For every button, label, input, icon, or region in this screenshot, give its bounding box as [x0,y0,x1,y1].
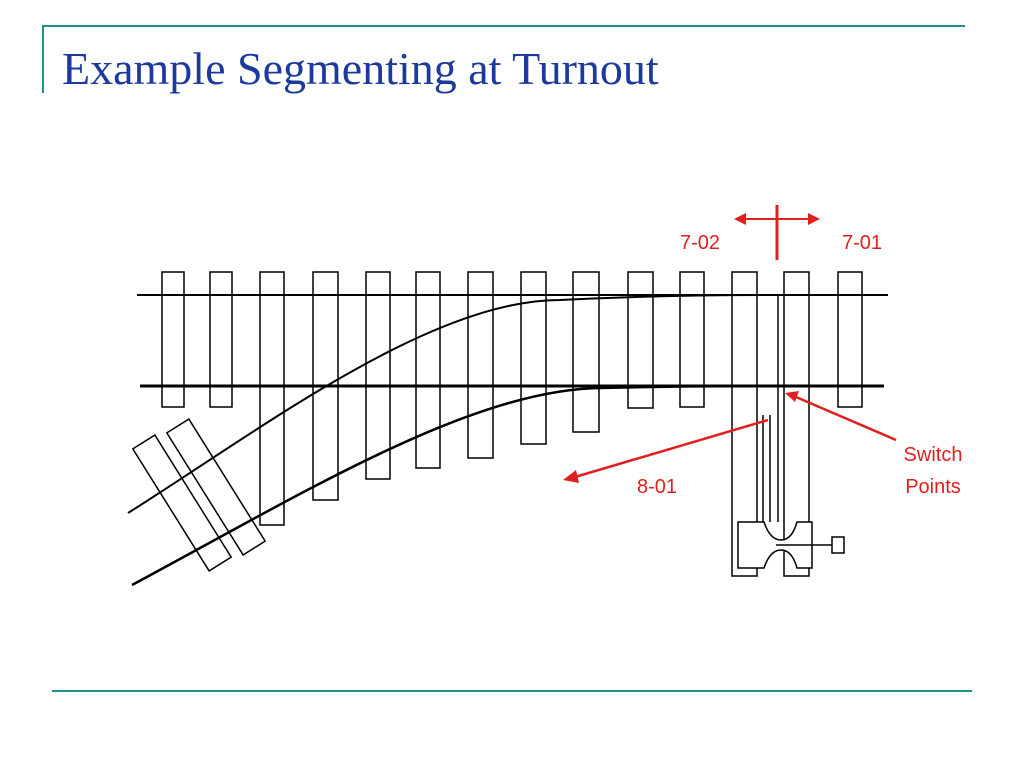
arrow-right-icon [808,213,820,225]
segment-label-diverging: 8-01 [637,476,677,498]
arrow-left-icon [563,470,579,483]
ties [161,271,863,577]
tie [572,271,600,433]
segment-label-right: 7-01 [842,232,882,254]
switch-points-label-line1: Switch [904,444,963,466]
switch-points-arrow-line [795,395,897,442]
rails [127,294,888,587]
arrow-pointer-icon [785,391,799,402]
diverging-ties [131,418,267,572]
top-accent-line [42,25,965,27]
left-accent-line [42,25,44,93]
diverging-rail-bottom [131,384,777,587]
tie [259,271,285,526]
slide-title: Example Segmenting at Turnout [62,43,659,94]
diverging-arrow-line [574,418,769,479]
tie [783,271,810,577]
tie [627,271,654,409]
tie [837,271,863,408]
tie [161,271,185,408]
segment-label-left: 7-02 [680,232,720,254]
tie [415,271,441,469]
tie [365,271,391,480]
tie [467,271,494,459]
tie [209,271,233,408]
bottom-accent-line [52,690,972,692]
annotations [563,205,897,483]
tie [131,434,233,572]
lever-handle [831,536,845,554]
tie [165,418,267,556]
switch-stand-body [737,521,813,569]
switch-stand [737,295,845,569]
tie [679,271,705,408]
arrow-left-icon [734,213,746,225]
tie [520,271,547,445]
diverging-rail-top [127,294,771,514]
switch-points-label-line2: Points [905,476,961,498]
